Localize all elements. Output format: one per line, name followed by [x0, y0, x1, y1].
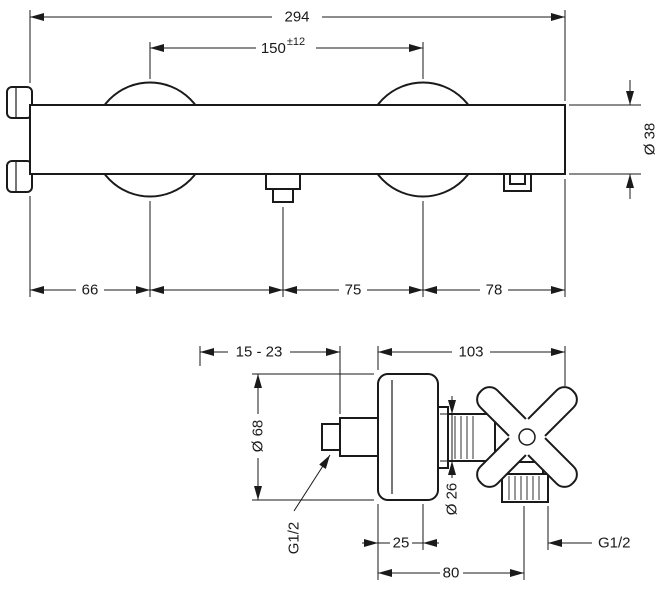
- dim-body-diameter-label: Ø 38: [642, 123, 659, 156]
- label-outlet-thread: G1/2: [547, 506, 631, 552]
- dim-connector-diameter: Ø 26: [440, 396, 461, 515]
- label-inlet-thread: G1/2: [286, 454, 331, 555]
- outlet-thread-label: G1/2: [598, 535, 631, 552]
- dim-depth-label: 103: [458, 344, 483, 361]
- front-view: 294 150±12 Ø 38: [6, 9, 659, 299]
- dim-hole-distance: 150±12: [149, 36, 424, 79]
- dim-wall-distance-label: 15 - 23: [236, 344, 283, 361]
- dim-escutcheon-diameter-label: Ø 68: [250, 420, 267, 453]
- dim-outlet-offset-side-label: 25: [393, 535, 410, 552]
- dim-right-offset-label: 78: [486, 282, 503, 299]
- dim-bottom-chain: 66 75 78: [29, 179, 566, 299]
- dim-overall-width: 294: [29, 9, 566, 101]
- dim-outlet-distance: 80: [378, 506, 525, 582]
- dim-depth: 103: [377, 344, 566, 386]
- dim-outlet-offset-label: 75: [345, 282, 362, 299]
- wall-union-lower: [6, 160, 33, 193]
- cross-handle: [476, 386, 578, 488]
- dim-connector-diameter-label: Ø 26: [444, 483, 461, 516]
- inlet-thread-label: G1/2: [286, 522, 303, 555]
- dim-hole-distance-label: 150±12: [261, 36, 305, 57]
- service-port: [503, 173, 532, 192]
- handle-center-cap: [518, 428, 536, 446]
- valve-body: [437, 406, 496, 469]
- wall-union-upper: [6, 86, 33, 119]
- side-view: 15 - 23 103 Ø 68 Ø 26: [199, 344, 631, 582]
- dim-outlet-offset: 25: [362, 504, 439, 580]
- escutcheon-side: [377, 373, 439, 501]
- dim-left-offset-label: 66: [82, 282, 99, 299]
- dim-escutcheon-diameter: Ø 68: [250, 373, 374, 501]
- dim-overall-width-label: 294: [284, 9, 309, 26]
- inlet-nipple: [321, 417, 379, 457]
- dim-outlet-distance-label: 80: [443, 565, 460, 582]
- dim-body-diameter: Ø 38: [569, 80, 659, 199]
- bottom-outlet: [265, 173, 301, 203]
- dim-wall-distance: 15 - 23: [199, 344, 341, 414]
- mixer-body: [29, 104, 566, 175]
